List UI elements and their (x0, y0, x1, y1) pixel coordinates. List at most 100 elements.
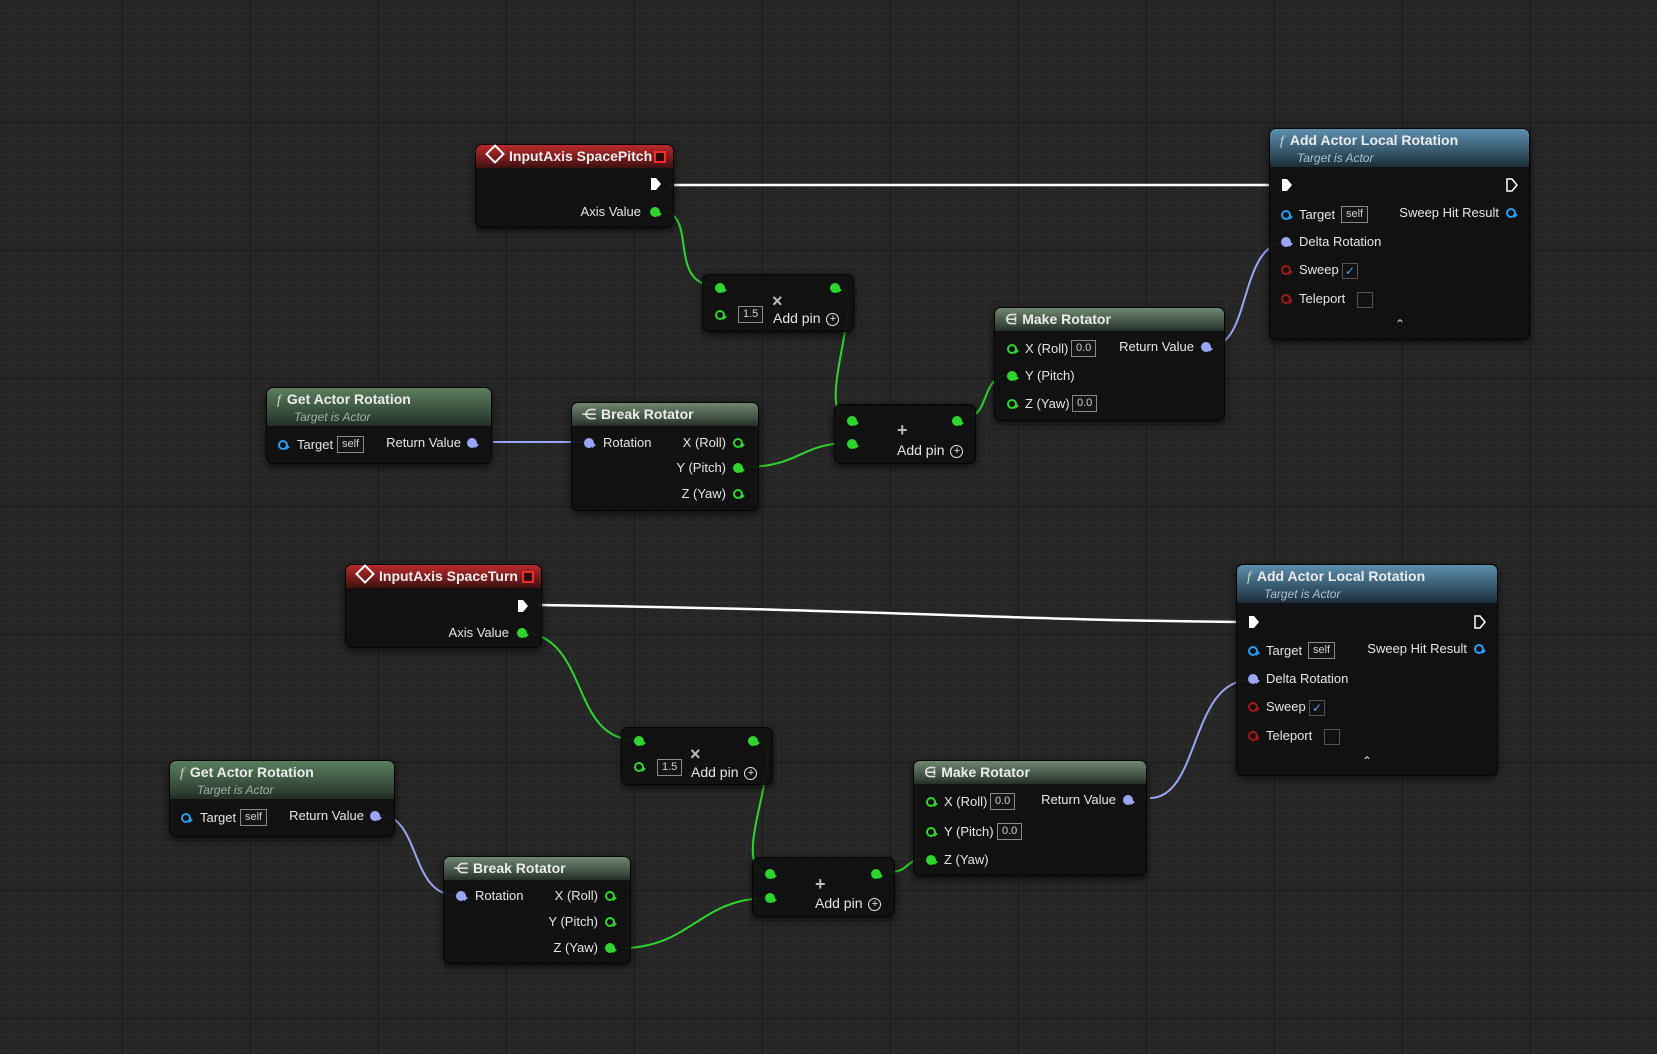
add-input-b-pin[interactable] (765, 893, 777, 903)
y-pitch-pin[interactable] (733, 463, 745, 473)
node-header: ⋳Make Rotator (914, 761, 1146, 784)
sweep-pin[interactable] (1248, 702, 1260, 712)
y-pitch-pin[interactable] (605, 917, 617, 927)
target-self-field[interactable]: self (1308, 642, 1336, 659)
sweep-hit-result-pin[interactable] (1474, 644, 1486, 654)
return-value-pin[interactable] (1123, 795, 1135, 805)
add-input-a-pin[interactable] (847, 416, 859, 426)
z-yaw-pin[interactable] (605, 943, 617, 953)
break-rotator-node[interactable]: ⋲Break Rotator Rotation X (Roll) Y (Pitc… (571, 402, 759, 511)
x-roll-label: X (Roll) (554, 888, 598, 903)
axis-value-pin[interactable] (650, 207, 662, 217)
return-value-pin[interactable] (467, 438, 479, 448)
target-pin[interactable] (278, 440, 290, 450)
x-roll-pin[interactable] (926, 797, 938, 807)
float-wire[interactable] (524, 631, 637, 741)
target-self-field[interactable]: self (337, 436, 365, 453)
z-yaw-pin[interactable] (926, 855, 938, 865)
multiply-input-a-pin[interactable] (715, 283, 727, 293)
collapse-chevron-icon[interactable]: ⌃ (1362, 754, 1373, 768)
add-output-pin[interactable] (871, 869, 883, 879)
multiply-node[interactable]: 1.5 × Add pin+ (621, 727, 773, 785)
node-header: InputAxis SpacePitch (476, 144, 673, 168)
multiply-value-field[interactable]: 1.5 (657, 759, 683, 776)
delegate-pin-icon[interactable] (522, 571, 534, 583)
exec-out-pin[interactable] (1474, 615, 1486, 629)
exec-in-pin[interactable] (1281, 178, 1293, 192)
target-pin[interactable] (181, 813, 193, 823)
x-roll-value-field[interactable]: 0.0 (1071, 340, 1097, 357)
add-output-pin[interactable] (952, 416, 964, 426)
z-yaw-value-field[interactable]: 0.0 (1072, 395, 1098, 412)
multiply-input-b-pin[interactable] (715, 310, 727, 320)
target-self-field[interactable]: self (240, 809, 268, 826)
collapse-chevron-icon[interactable]: ⌃ (1395, 317, 1406, 331)
x-roll-value-field[interactable]: 0.0 (990, 793, 1016, 810)
input-axis-event-node[interactable]: InputAxis SpaceTurn Axis Value (345, 564, 542, 648)
add-pin-button[interactable]: Add pin+ (897, 442, 964, 458)
x-roll-pin[interactable] (605, 891, 617, 901)
add-input-b-pin[interactable] (847, 439, 859, 449)
exec-out-pin[interactable] (517, 599, 529, 613)
x-roll-pin[interactable] (733, 438, 745, 448)
multiply-input-b-pin[interactable] (634, 762, 646, 772)
teleport-pin[interactable] (1281, 294, 1293, 304)
y-pitch-pin[interactable] (926, 827, 938, 837)
plus-circle-icon: + (744, 766, 758, 780)
make-rotator-node[interactable]: ⋳Make Rotator X (Roll) 0.0 Return Value … (994, 307, 1225, 421)
break-rotator-node[interactable]: ⋲Break Rotator Rotation X (Roll) Y (Pitc… (443, 856, 631, 964)
struct-wire[interactable] (1149, 679, 1251, 799)
target-pin[interactable] (1248, 646, 1260, 656)
teleport-pin[interactable] (1248, 731, 1260, 741)
input-axis-event-node[interactable]: InputAxis SpacePitch Axis Value (475, 144, 674, 228)
return-value-pin[interactable] (370, 811, 382, 821)
y-pitch-label: Y (Pitch) (944, 824, 994, 839)
add-pin-button[interactable]: Add pin+ (815, 895, 882, 911)
x-roll-pin[interactable] (1007, 344, 1019, 354)
z-yaw-pin[interactable] (1007, 399, 1019, 409)
sweep-checkbox[interactable]: ✓ (1342, 263, 1358, 279)
add-node[interactable]: + Add pin+ (752, 857, 895, 917)
target-self-field[interactable]: self (1341, 206, 1369, 223)
add-node[interactable]: + Add pin+ (834, 404, 976, 464)
multiply-icon: × (690, 744, 701, 764)
plus-icon: + (815, 874, 826, 894)
float-wire[interactable] (621, 897, 769, 949)
delta-rotation-pin[interactable] (1248, 674, 1260, 684)
axis-value-pin[interactable] (517, 628, 529, 638)
target-pin[interactable] (1281, 210, 1293, 220)
function-icon: f (277, 393, 281, 408)
add-input-a-pin[interactable] (765, 869, 777, 879)
return-value-pin[interactable] (1201, 342, 1213, 352)
z-yaw-pin[interactable] (733, 489, 745, 499)
multiply-node[interactable]: 1.5 × Add pin+ (702, 274, 854, 332)
add-pin-button[interactable]: Add pin+ (773, 310, 840, 326)
delta-rotation-pin[interactable] (1281, 237, 1293, 247)
exec-out-pin[interactable] (650, 177, 662, 191)
sweep-hit-result-pin[interactable] (1506, 208, 1518, 218)
rotation-input-pin[interactable] (584, 438, 596, 448)
delegate-pin-icon[interactable] (654, 151, 666, 163)
add-pin-button[interactable]: Add pin+ (691, 764, 758, 780)
sweep-pin[interactable] (1281, 265, 1293, 275)
multiply-output-pin[interactable] (748, 736, 760, 746)
multiply-input-a-pin[interactable] (634, 736, 646, 746)
teleport-checkbox[interactable] (1357, 292, 1373, 308)
make-rotator-node[interactable]: ⋳Make Rotator X (Roll) 0.0 Return Value … (913, 760, 1147, 876)
multiply-output-pin[interactable] (830, 283, 842, 293)
y-pitch-pin[interactable] (1007, 371, 1019, 381)
node-header: ⋲Break Rotator (572, 403, 758, 426)
rotation-input-pin[interactable] (456, 891, 468, 901)
exec-in-pin[interactable] (1248, 615, 1260, 629)
node-title: Break Rotator (601, 406, 694, 422)
exec-out-pin[interactable] (1506, 178, 1518, 192)
y-pitch-value-field[interactable]: 0.0 (997, 823, 1023, 840)
sweep-checkbox[interactable]: ✓ (1309, 700, 1325, 716)
exec-wire[interactable] (537, 603, 1241, 624)
multiply-value-field[interactable]: 1.5 (738, 306, 764, 323)
teleport-checkbox[interactable] (1324, 729, 1340, 745)
